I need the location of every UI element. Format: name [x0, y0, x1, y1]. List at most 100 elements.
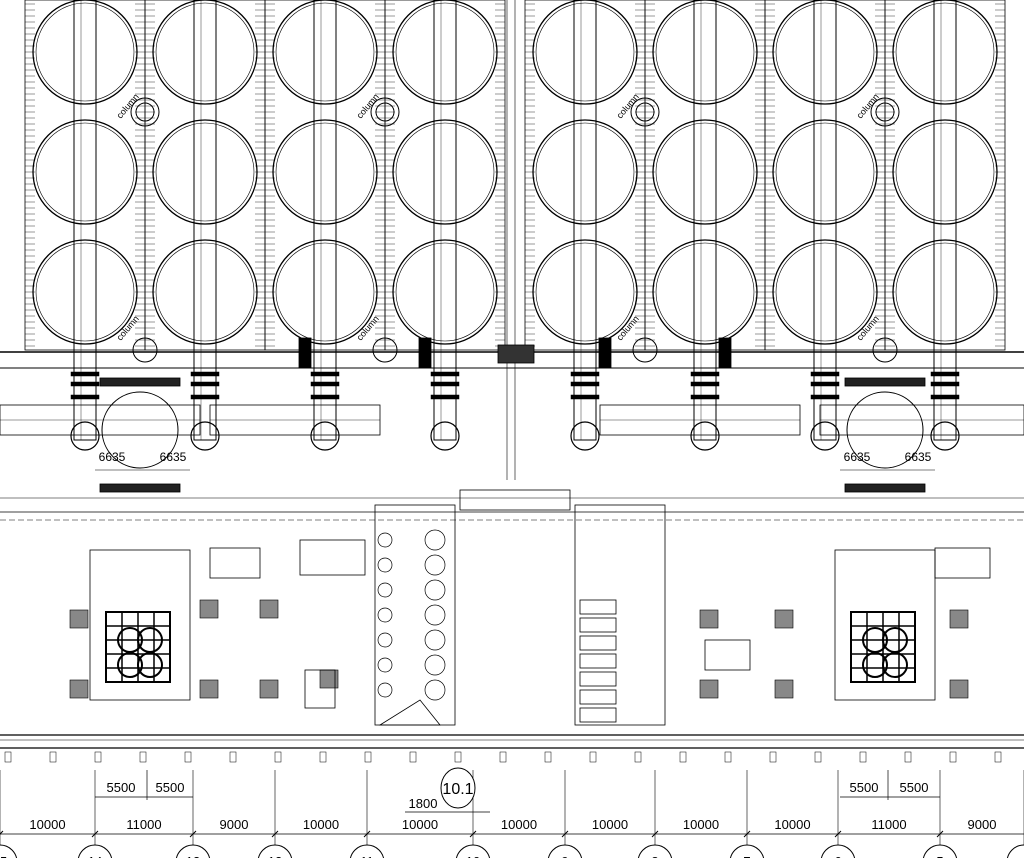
column-base — [769, 751, 777, 763]
pipe-flange — [930, 371, 960, 377]
bay-dimension: 10000 — [592, 817, 628, 832]
grid-axis-bubble — [349, 844, 385, 858]
coil-ring — [882, 652, 908, 678]
tank-symbol — [424, 579, 446, 601]
tank-inner — [895, 2, 995, 102]
pipe-elbow — [810, 421, 840, 451]
offset-dimension: 1800 — [409, 796, 438, 811]
column-base — [904, 751, 912, 763]
tank-bay — [644, 0, 766, 351]
column-base — [454, 751, 462, 763]
cabinet — [579, 671, 617, 687]
bay-dimension: 10000 — [303, 817, 339, 832]
tank-outer — [892, 239, 998, 345]
pipe-elbow — [190, 421, 220, 451]
tank-outer — [392, 119, 498, 225]
coil-ring — [117, 652, 143, 678]
tank-inner — [395, 122, 495, 222]
tank-column — [884, 0, 1006, 451]
column-base — [229, 751, 237, 763]
tank-inner — [655, 122, 755, 222]
room-outline — [574, 504, 666, 726]
column-base — [544, 751, 552, 763]
damper-block — [298, 337, 312, 369]
column-base — [679, 751, 687, 763]
tank-inner — [275, 2, 375, 102]
pipe-flange — [190, 371, 220, 377]
tank-outer — [532, 239, 638, 345]
hatched-pad — [774, 679, 794, 699]
tank-outer — [32, 0, 138, 105]
tank-column — [644, 0, 766, 451]
pump-symbol — [377, 607, 393, 623]
tank-outer — [772, 0, 878, 105]
column-base — [184, 751, 192, 763]
bay-dimension: 10000 — [774, 817, 810, 832]
pipe-flange — [190, 381, 220, 387]
pipe-flange — [810, 381, 840, 387]
dimension-text: 6635 — [160, 450, 187, 464]
dim-tick — [469, 830, 477, 838]
bay-dimension: 9000 — [220, 817, 249, 832]
grid-axis-label: 7 — [743, 854, 750, 858]
cabinet — [579, 635, 617, 651]
control-panel — [299, 539, 366, 576]
tank-outer — [892, 0, 998, 105]
tank-inner — [395, 242, 495, 342]
pump-symbol — [377, 532, 393, 548]
tank-inner — [775, 242, 875, 342]
grid-axis-bubble — [257, 844, 293, 858]
cabinet — [579, 689, 617, 705]
pipe-flange — [930, 381, 960, 387]
cabinet — [579, 599, 617, 615]
tank-inner — [35, 242, 135, 342]
pump-symbol — [377, 632, 393, 648]
grid-axis-bubble — [547, 844, 583, 858]
vertical-pipe — [693, 0, 717, 441]
tank-outer — [272, 119, 378, 225]
tank-inner — [775, 122, 875, 222]
grid-axis-label: 9 — [561, 854, 568, 858]
tank-inner — [655, 242, 755, 342]
tank-outer — [772, 239, 878, 345]
pipe-flange — [690, 381, 720, 387]
vertical-pipe — [573, 0, 597, 441]
tank-outer — [652, 239, 758, 345]
pipe-flange — [190, 394, 220, 400]
damper-block — [598, 337, 612, 369]
cabinet — [579, 653, 617, 669]
pump-symbol — [377, 557, 393, 573]
grid-axis-label: 13 — [186, 854, 200, 858]
dim-tick — [91, 830, 99, 838]
pipe-flange — [310, 381, 340, 387]
column-base — [364, 751, 372, 763]
stair — [378, 699, 441, 726]
grid-axis-bubble — [729, 844, 765, 858]
vertical-pipe — [73, 0, 97, 441]
pipe-flange — [430, 371, 460, 377]
tank-inner — [895, 242, 995, 342]
dim-tick — [651, 830, 659, 838]
pipe-flange — [310, 394, 340, 400]
column-base — [814, 751, 822, 763]
bay-dimension: 10000 — [402, 817, 438, 832]
column-base — [409, 751, 417, 763]
tank-column — [384, 0, 506, 451]
column-base — [634, 751, 642, 763]
pipe-flange — [70, 394, 100, 400]
tank-outer — [892, 119, 998, 225]
vertical-pipe — [193, 0, 217, 441]
tank-inner — [535, 122, 635, 222]
pipe-elbow — [310, 421, 340, 451]
tank-inner — [35, 2, 135, 102]
tank-outer — [392, 239, 498, 345]
grid-axis-bubble — [455, 844, 491, 858]
pump-symbol — [377, 657, 393, 673]
hatched-pad — [259, 599, 279, 619]
pump-symbol — [377, 582, 393, 598]
dimension-text: 6635 — [844, 450, 871, 464]
tank-symbol — [424, 629, 446, 651]
pipe-elbow — [930, 421, 960, 451]
